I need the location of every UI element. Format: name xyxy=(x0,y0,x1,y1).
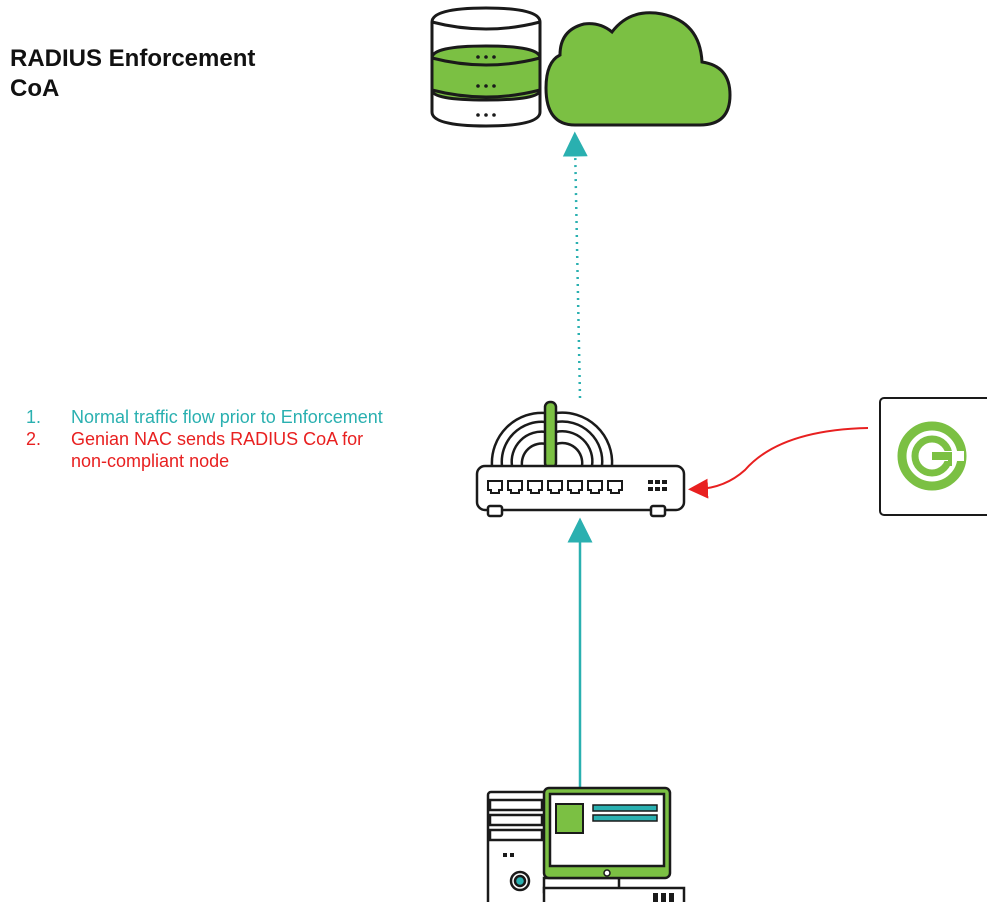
title-line-2: CoA xyxy=(10,75,60,102)
database-icon xyxy=(430,6,542,128)
legend-step-2: 2. Genian NAC sends RADIUS CoA for non-c… xyxy=(26,428,426,472)
title-line-1: RADIUS Enforcement xyxy=(10,45,256,72)
legend-steps: 1. Normal traffic flow prior to Enforcem… xyxy=(26,406,426,472)
legend-step-1: 1. Normal traffic flow prior to Enforcem… xyxy=(26,406,426,428)
genian-nac-logo xyxy=(879,397,987,516)
step-text: Normal traffic flow prior to Enforcement xyxy=(71,407,383,427)
cloud-icon xyxy=(544,11,732,127)
desktop-computer-icon xyxy=(486,786,686,902)
step-text: Genian NAC sends RADIUS CoA for non-comp… xyxy=(71,429,364,471)
wireless-switch-icon xyxy=(475,400,686,518)
diagram-title: RADIUS Enforcement CoA xyxy=(10,44,350,104)
step-number: 1. xyxy=(26,407,42,427)
step-number: 2. xyxy=(26,429,42,449)
coa-arrow xyxy=(688,427,869,499)
dotted-flow-arrow xyxy=(562,131,588,399)
